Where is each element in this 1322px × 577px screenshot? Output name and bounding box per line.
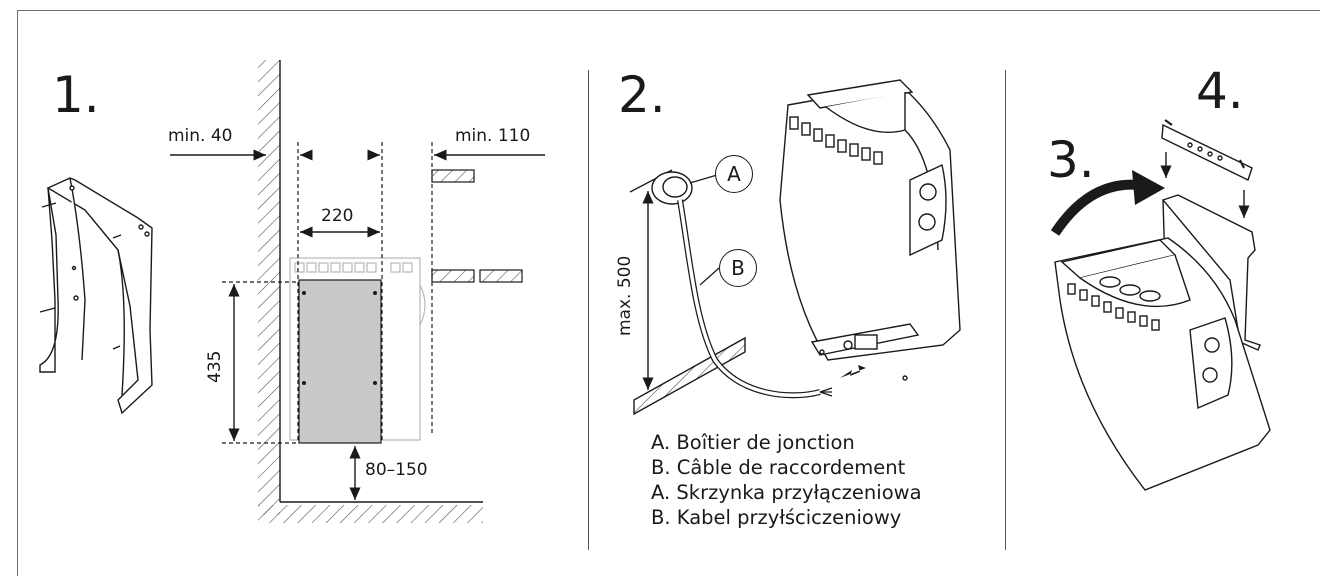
legend: A. Boîtier de jonction B. Câble de racco… [651, 430, 922, 530]
dimension-height: 435 [205, 350, 225, 383]
step-number-1: 1. [52, 66, 100, 124]
panel-3-4 [1050, 119, 1271, 491]
mounting-plate [298, 279, 382, 444]
top-cover-plate [1161, 123, 1253, 181]
legend-item-pl-b: B. Kabel przyłściczeniowy [651, 506, 902, 529]
panel-divider-1 [588, 70, 589, 550]
figure-frame [17, 10, 1320, 576]
step-number-2: 2. [618, 66, 666, 124]
dimension-max-height: max. 500 [615, 255, 635, 336]
dimension-width: 220 [321, 206, 354, 226]
dimension-min-right: min. 110 [455, 126, 531, 146]
bench-lower-1 [431, 269, 475, 283]
callout-a: A [715, 155, 753, 193]
legend-item-fr-a: A. Boîtier de jonction [651, 431, 855, 454]
legend-item-pl-a: A. Skrzynka przyłączeniowa [651, 481, 922, 504]
bench-lower-2 [479, 269, 523, 283]
floor-edge-hatching [633, 336, 746, 416]
mounting-bracket-drawing [39, 177, 153, 415]
tilted-heater-drawing [1054, 237, 1271, 491]
panel-1 [39, 60, 545, 523]
panel-divider-2 [1005, 70, 1006, 550]
step-number-3: 3. [1047, 131, 1095, 189]
bench-upper [431, 169, 475, 183]
floor-hatching [258, 505, 483, 523]
dimension-min-left: min. 40 [168, 126, 233, 146]
step-number-4: 4. [1196, 62, 1244, 120]
dimension-floor-gap: 80–150 [365, 460, 428, 480]
wall-hatching [258, 60, 280, 515]
panel-2 [629, 79, 961, 416]
legend-item-fr-b: B. Câble de raccordement [651, 456, 906, 479]
heater-drawing [779, 79, 961, 381]
callout-b: B [719, 249, 757, 287]
